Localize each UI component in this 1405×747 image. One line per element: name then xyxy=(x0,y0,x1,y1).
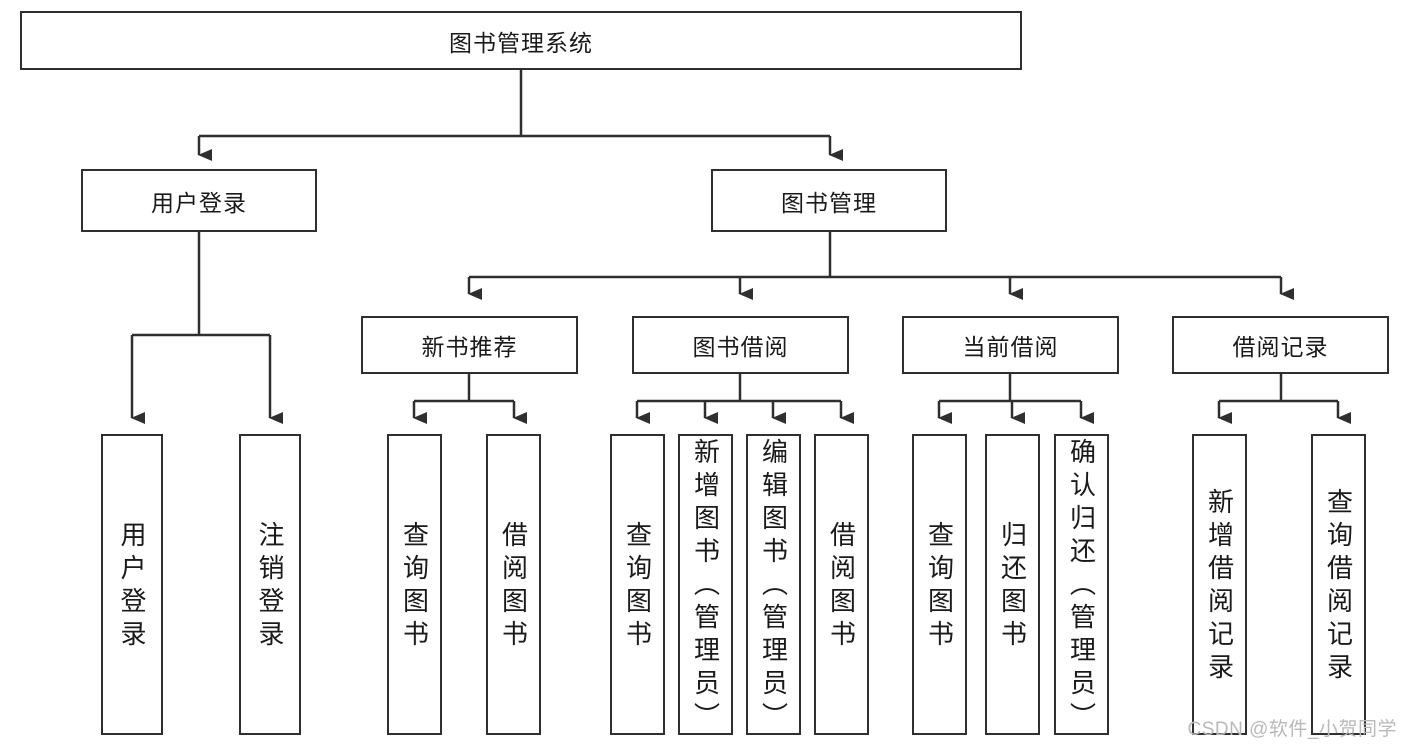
node-leaf-query-book-borrow[interactable]: 查询图书 xyxy=(610,434,665,735)
node-new-book-recommend-label: 新书推荐 xyxy=(421,334,518,360)
node-root[interactable]: 图书管理系统 xyxy=(20,11,1022,70)
node-new-book-recommend[interactable]: 新书推荐 xyxy=(361,316,578,374)
node-leaf-borrow-book-recommend[interactable]: 借阅图书 xyxy=(486,434,541,735)
node-book-borrow-label: 图书借阅 xyxy=(692,334,789,360)
node-leaf-query-book-recommend[interactable]: 查询图书 xyxy=(387,434,442,735)
node-leaf-confirm-return-admin[interactable]: 确认归还（管理员） xyxy=(1054,434,1109,735)
node-leaf-logout-label: 注销登录 xyxy=(255,520,285,653)
node-leaf-user-login-label: 用户登录 xyxy=(117,520,147,653)
node-leaf-query-borrow-record[interactable]: 查询借阅记录 xyxy=(1311,434,1366,735)
node-leaf-query-borrow-record-label: 查询借阅记录 xyxy=(1323,487,1354,686)
node-user-login-label: 用户登录 xyxy=(151,189,247,216)
node-root-label: 图书管理系统 xyxy=(449,29,593,56)
node-leaf-add-borrow-record-label: 新增借阅记录 xyxy=(1204,487,1235,686)
node-leaf-query-book-borrow-label: 查询图书 xyxy=(622,520,653,653)
node-leaf-add-book-admin-label: 新增图书（管理员） xyxy=(690,438,721,735)
node-leaf-borrow-book[interactable]: 借阅图书 xyxy=(814,434,869,735)
node-leaf-borrow-book-label: 借阅图书 xyxy=(826,520,857,653)
node-leaf-edit-book-admin-label: 编辑图书（管理员） xyxy=(758,438,789,735)
node-leaf-add-borrow-record[interactable]: 新增借阅记录 xyxy=(1192,434,1247,735)
node-leaf-return-book-label: 归还图书 xyxy=(997,520,1028,653)
node-leaf-return-book[interactable]: 归还图书 xyxy=(985,434,1040,735)
node-book-borrow[interactable]: 图书借阅 xyxy=(632,316,849,374)
node-leaf-confirm-return-admin-label: 确认归还（管理员） xyxy=(1066,438,1097,735)
node-borrow-record-label: 借阅记录 xyxy=(1232,334,1329,360)
node-book-management[interactable]: 图书管理 xyxy=(711,169,947,232)
node-current-borrow[interactable]: 当前借阅 xyxy=(902,316,1119,374)
node-current-borrow-label: 当前借阅 xyxy=(962,334,1059,360)
node-leaf-query-book-recommend-label: 查询图书 xyxy=(399,520,430,653)
node-leaf-edit-book-admin[interactable]: 编辑图书（管理员） xyxy=(746,434,801,735)
node-user-login[interactable]: 用户登录 xyxy=(81,169,317,232)
node-book-management-label: 图书管理 xyxy=(781,189,877,216)
csdn-watermark: CSDN @软件_小贺同学 xyxy=(1187,719,1397,740)
node-leaf-query-book-current-label: 查询图书 xyxy=(924,520,955,653)
node-leaf-logout[interactable]: 注销登录 xyxy=(239,434,301,735)
node-leaf-user-login[interactable]: 用户登录 xyxy=(101,434,163,735)
node-leaf-query-book-current[interactable]: 查询图书 xyxy=(912,434,967,735)
node-leaf-add-book-admin[interactable]: 新增图书（管理员） xyxy=(678,434,733,735)
node-leaf-borrow-book-recommend-label: 借阅图书 xyxy=(498,520,529,653)
node-borrow-record[interactable]: 借阅记录 xyxy=(1172,316,1389,374)
